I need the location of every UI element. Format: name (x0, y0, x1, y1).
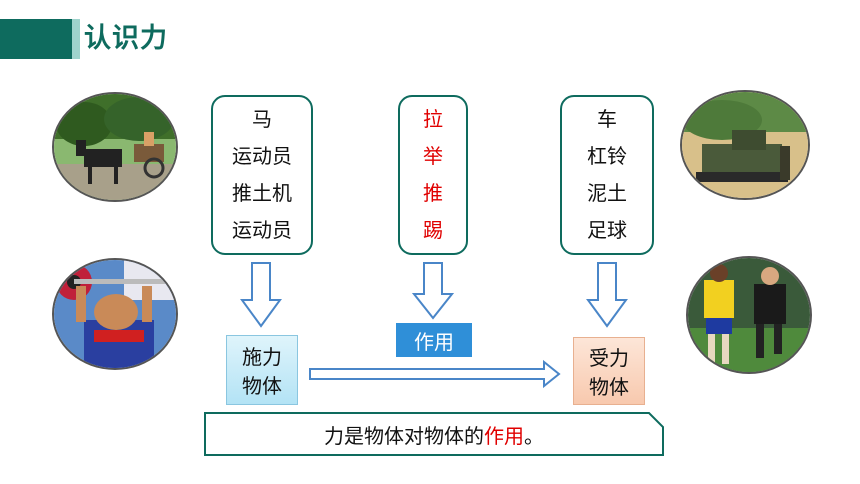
receiver-list-box: 车 杠铃 泥土 足球 (560, 95, 654, 255)
actor-item: 运动员 (232, 144, 292, 168)
action-tag: 作用 (396, 323, 472, 357)
horse-cart-photo (52, 92, 178, 202)
conclusion-suffix: 。 (524, 423, 544, 448)
weightlifter-photo (52, 258, 178, 370)
receiver-item: 足球 (587, 218, 627, 242)
force-target-line1: 受力 (589, 346, 629, 370)
action-item: 举 (423, 144, 443, 168)
title-accent-bar-mid (62, 19, 72, 59)
down-arrow-right (586, 262, 628, 328)
actor-item: 马 (252, 107, 272, 131)
receiver-item: 杠铃 (587, 144, 627, 168)
title-accent-bar-light (72, 19, 80, 59)
conclusion-prefix: 力是物体对物体的 (324, 423, 484, 448)
conclusion-text: 力是物体对物体的作用。 (203, 411, 665, 457)
title-accent-bar (0, 19, 62, 59)
force-source-box: 施力 物体 (226, 335, 298, 405)
actor-item: 推土机 (232, 181, 292, 205)
conclusion-frame (204, 412, 664, 456)
actor-list-box: 马 运动员 推土机 运动员 (211, 95, 313, 255)
bulldozer-photo (680, 90, 810, 200)
force-source-line1: 施力 (242, 345, 282, 369)
down-arrow-center (412, 262, 454, 320)
action-tag-label: 作用 (414, 329, 454, 354)
conclusion-highlight: 作用 (484, 423, 524, 448)
action-item: 推 (423, 181, 443, 205)
force-target-line2: 物体 (589, 375, 629, 399)
receiver-item: 车 (597, 107, 617, 131)
right-arrow (309, 359, 561, 389)
action-list-box: 拉 举 推 踢 (398, 95, 468, 255)
force-source-line2: 物体 (242, 374, 282, 398)
action-item: 拉 (423, 107, 443, 131)
page-title: 认识力 (84, 23, 168, 54)
receiver-item: 泥土 (587, 181, 627, 205)
football-players-photo (686, 256, 812, 374)
action-item: 踢 (423, 218, 443, 242)
down-arrow-left (240, 262, 282, 328)
force-target-box: 受力 物体 (573, 337, 645, 405)
actor-item: 运动员 (232, 218, 292, 242)
